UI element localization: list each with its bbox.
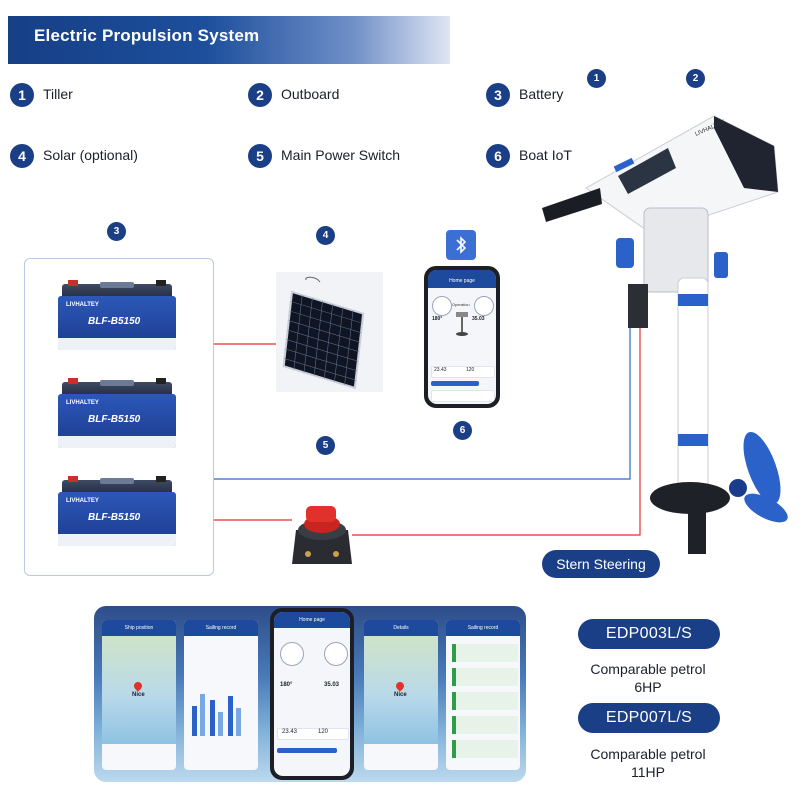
phone-speed: 35.03 [472,316,485,322]
phone-header: Home page [428,270,496,288]
sailing-record-list-screen: Sailing record [446,620,520,770]
compare-line: Comparable petrol [590,661,706,677]
screen-title: Sailing record [446,620,520,636]
home-capacity: 120 [318,729,329,735]
marker-2: 2 [686,69,705,88]
map-location: Nice [132,692,145,698]
legend-label-battery: Battery [519,86,564,102]
battery-unit: LIVHALTEY BLF-B5150 [58,476,176,546]
home-speed: 35.03 [324,682,340,688]
app-screens-strip: Ship position Nice Sailing record Home p… [94,606,526,782]
home-page-phone: Home page 180° 35.03 23.43 120 [270,608,354,780]
legend-label-outboard: Outboard [281,86,340,102]
model-pill-edp007: EDP007L/S [578,703,720,733]
battery-unit: LIVHALTEY BLF-B5150 [58,280,176,350]
model-compare-edp003: Comparable petrol 6HP [560,660,736,696]
legend-number-6: 6 [486,144,510,168]
phone-heading: 180° [432,316,443,322]
page-title: Electric Propulsion System [34,26,260,45]
compare-hp: 6HP [634,679,662,695]
details-screen: Details Nice [364,620,438,770]
legend-number-1: 1 [10,83,34,107]
legend-number-3: 3 [486,83,510,107]
legend-label-main-switch: Main Power Switch [281,147,401,163]
battery-model: BLF-B5150 [88,414,141,425]
battery-brand: LIVHALTEY [66,400,99,406]
battery-unit: LIVHALTEY BLF-B5150 [58,378,176,448]
wire-positive [352,326,641,536]
battery-model: BLF-B5150 [88,316,141,327]
battery-model: BLF-B5150 [88,512,141,523]
battery-brand: LIVHALTEY [66,302,99,308]
marker-4: 4 [316,226,335,245]
phone-remaining: 23.43 [434,367,447,373]
legend-label-solar: Solar (optional) [43,147,138,163]
phone-capacity: 120 [466,367,475,373]
screen-title: Details [364,620,438,636]
model-compare-edp007: Comparable petrol 11HP [560,745,736,781]
title-banner [8,16,450,64]
home-remaining: 23.43 [282,729,298,735]
solar-panel-image [276,272,383,392]
power-switch-icon [292,506,352,564]
bluetooth-icon [446,230,476,260]
legend-number-4: 4 [10,144,34,168]
marker-1: 1 [587,69,606,88]
sailing-record-screen: Sailing record [184,620,258,770]
wire-negative [212,326,631,480]
map-location: Nice [394,692,407,698]
legend-label-boat-iot: Boat IoT [519,147,572,163]
phone-operation: Operation [452,302,470,307]
battery-brand: LIVHALTEY [66,498,99,504]
screen-title: Ship position [102,620,176,636]
outboard-motor-image: LIVHALTEY [542,115,788,554]
compass-icon [280,642,304,666]
legend-number-5: 5 [248,144,272,168]
marker-6: 6 [453,421,472,440]
legend-number-2: 2 [248,83,272,107]
compare-line: Comparable petrol [590,746,706,762]
gauge-icon [474,296,494,316]
legend-label-tiller: Tiller [43,86,73,102]
gauge-icon [324,642,348,666]
ship-position-screen: Ship position Nice [102,620,176,770]
compare-hp: 11HP [631,764,665,780]
screen-title: Sailing record [184,620,258,636]
screen-title: Home page [274,612,350,628]
stern-steering-badge: Stern Steering [542,550,660,578]
iot-phone: Home page Operation 180° 35.03 23.43 120 [424,266,500,408]
bar-chart-icon [192,694,241,736]
solar-panel-icon [282,276,365,390]
compass-icon [432,296,452,316]
model-pill-edp003: EDP003L/S [578,619,720,649]
home-heading: 180° [280,682,293,688]
marker-5: 5 [316,436,335,455]
marker-3: 3 [107,222,126,241]
outboard-mini-icon [456,312,468,336]
